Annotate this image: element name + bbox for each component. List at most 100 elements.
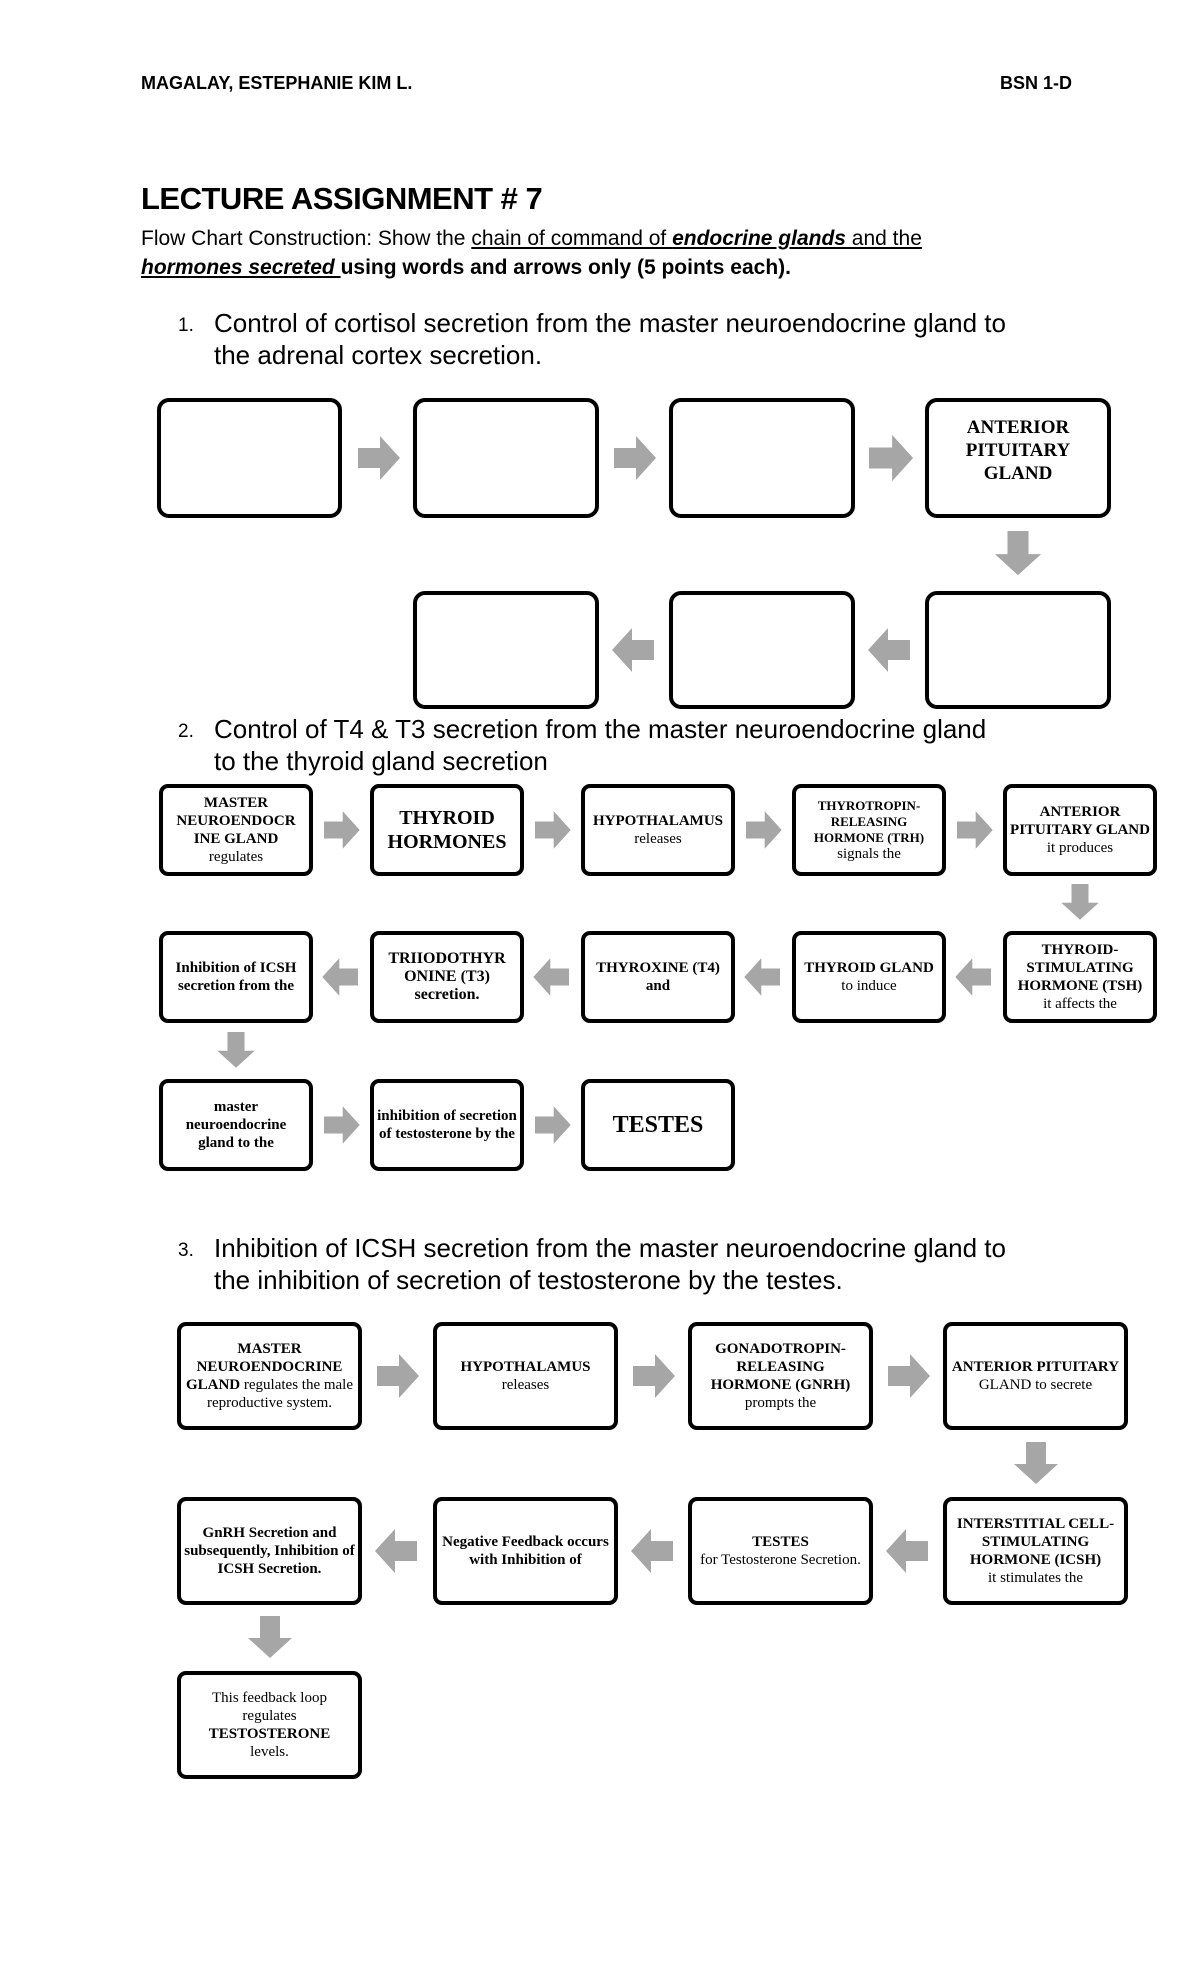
arrow-down-icon <box>1014 1442 1058 1484</box>
q3-box-negative-feedback: Negative Feedback occurs with Inhibition… <box>433 1497 618 1605</box>
arrow-down-icon <box>994 531 1042 576</box>
q2-b8-bold: THYROXINE (T4) and <box>596 960 720 994</box>
arrow-right-icon <box>633 1354 675 1398</box>
question-3-number: 3. <box>178 1240 194 1261</box>
arrow-left-icon <box>533 958 569 996</box>
q2-b10-bold: Inhibition of ICSH secretion from the <box>175 960 297 994</box>
arrow-right-icon <box>746 811 782 849</box>
arrow-left-icon <box>868 628 910 672</box>
q2-b6-bold: THYROID-STIMULATING HORMONE (TSH) <box>1017 942 1143 994</box>
arrow-right-icon <box>535 1106 571 1144</box>
arrow-right-icon <box>535 811 571 849</box>
arrow-left-icon <box>886 1529 928 1573</box>
instr-part4: and the <box>845 227 922 250</box>
q3-b6-bold: TESTES <box>752 1534 809 1550</box>
q2-b13-bold: TESTES <box>612 1112 704 1138</box>
student-section: BSN 1-D <box>1000 73 1073 93</box>
question-3-text: Inhibition of ICSH secretion from the ma… <box>214 1233 1006 1295</box>
q1-blank-box-3 <box>669 398 855 518</box>
instr-part6: using words and arrows only (5 points ea… <box>340 256 791 279</box>
q2-b9-bold: TRIIODOTHYR ONINE (T3) secretion. <box>388 950 506 1003</box>
q2-b4-bold: THYROTROPIN-RELEASING HORMONE (TRH) <box>813 798 925 845</box>
q2-box-triiodothyronine: TRIIODOTHYR ONINE (T3) secretion. <box>370 931 524 1023</box>
q2-b12-bold: inhibition of secretion of testosterone … <box>377 1108 517 1142</box>
q3-b8-bold: GnRH Secretion and subsequently, Inhibit… <box>184 1525 355 1577</box>
question-1-number: 1. <box>178 315 194 336</box>
question-2-number: 2. <box>178 721 194 742</box>
q2-b3-bold: HYPOTHALAMUS <box>592 813 723 829</box>
q2-box-hypothalamus: HYPOTHALAMUS releases <box>581 784 735 876</box>
q2-box-thyroxine: THYROXINE (T4) and <box>581 931 735 1023</box>
q2-b5-text: it produces <box>1046 840 1114 856</box>
q3-b2-bold: HYPOTHALAMUS <box>460 1359 591 1375</box>
q2-box-anterior-pituitary: ANTERIOR PITUITARY GLAND it produces <box>1003 784 1157 876</box>
arrow-right-icon <box>324 1106 360 1144</box>
q3-b2-text: releases <box>501 1377 550 1393</box>
q3-box-master-gland: MASTER NEUROENDOCRINE GLAND regulates th… <box>177 1322 362 1430</box>
instr-part3: endocrine glands <box>672 227 846 250</box>
q3-box-gnrh-secretion: GnRH Secretion and subsequently, Inhibit… <box>177 1497 362 1605</box>
question-2: 2. Control of T4 & T3 secretion from the… <box>178 713 1014 777</box>
q2-box-master-gland: MASTER NEUROENDOCR INE GLAND regulates <box>159 784 313 876</box>
instr-part5: hormones secreted <box>141 256 341 279</box>
q3-b9-bold: TESTOSTERONE <box>208 1726 331 1742</box>
q3-box-anterior-pituitary: ANTERIOR PITUITARY GLAND to secrete <box>943 1322 1128 1430</box>
q3-box-testes: TESTES for Testosterone Secretion. <box>688 1497 873 1605</box>
arrow-left-icon <box>955 958 991 996</box>
arrow-left-icon <box>375 1529 417 1573</box>
q3-b5-bold: INTERSTITIAL CELL-STIMULATING HORMONE (I… <box>956 1516 1115 1568</box>
q3-b6-text: for Testosterone Secretion. <box>700 1552 861 1568</box>
page-title: LECTURE ASSIGNMENT # 7 <box>141 181 543 216</box>
q2-box-testes: TESTES <box>581 1079 735 1171</box>
student-name: MAGALAY, ESTEPHANIE KIM L. <box>141 73 413 93</box>
q3-b7-bold: Negative Feedback occurs with Inhibition… <box>442 1534 609 1568</box>
q2-b1-bold: MASTER NEUROENDOCR INE GLAND <box>176 795 296 847</box>
q3-b4-text: GLAND to secrete <box>978 1377 1093 1393</box>
question-1: 1. Control of cortisol secretion from th… <box>178 307 1014 371</box>
q3-box-icsh: INTERSTITIAL CELL-STIMULATING HORMONE (I… <box>943 1497 1128 1605</box>
arrow-left-icon <box>631 1529 673 1573</box>
arrow-right-icon <box>324 811 360 849</box>
q2-box-master-neuroendocrine: master neuroendocrine gland to the <box>159 1079 313 1171</box>
arrow-right-icon <box>614 436 656 480</box>
q2-b6-text: it affects the <box>1043 996 1117 1012</box>
q2-b2-bold: THYROID HORMONES <box>387 807 507 853</box>
q1-blank-box-6 <box>669 591 855 709</box>
arrow-right-icon <box>377 1354 419 1398</box>
arrow-right-icon <box>869 434 914 482</box>
q2-box-trh: THYROTROPIN-RELEASING HORMONE (TRH)signa… <box>792 784 946 876</box>
q2-b3-text: releases <box>634 831 682 847</box>
q2-box-tsh: THYROID-STIMULATING HORMONE (TSH) it affe… <box>1003 931 1157 1023</box>
q3-b4-bold: ANTERIOR PITUITARY <box>951 1359 1120 1375</box>
q1-box-anterior-pituitary: ANTERIOR PITUITARY GLAND <box>925 398 1111 518</box>
q2-b7-text: to induce <box>841 978 897 994</box>
arrow-left-icon <box>744 958 780 996</box>
q1-blank-box-5 <box>925 591 1111 709</box>
instructions: Flow Chart Construction: Show the chain … <box>141 224 1063 282</box>
q3-b3-bold: GONADOTROPIN-RELEASING HORMONE (GNRH) <box>710 1341 851 1393</box>
instr-part2: chain of command of <box>471 227 673 250</box>
q2-b7-bold: THYROID GLAND <box>804 960 934 976</box>
arrow-left-icon <box>322 958 358 996</box>
q3-b1-text: regulates the male reproductive system. <box>207 1377 354 1411</box>
q3-b3-text: prompts the <box>744 1395 817 1411</box>
q3-box-hypothalamus: HYPOTHALAMUS releases <box>433 1322 618 1430</box>
q1-blank-box-7 <box>413 591 599 709</box>
q3-b5-text: it stimulates the <box>988 1570 1083 1586</box>
q1-blank-box-2 <box>413 398 599 518</box>
arrow-down-icon <box>248 1616 292 1658</box>
q3-b9-text1: This feedback loop regulates <box>212 1690 327 1724</box>
question-3: 3. Inhibition of ICSH secretion from the… <box>178 1232 1014 1296</box>
arrow-right-icon <box>888 1354 930 1398</box>
q2-b5-bold: ANTERIOR PITUITARY GLAND <box>1010 804 1150 838</box>
q2-b4-text: signals the <box>837 846 901 862</box>
question-1-text: Control of cortisol secretion from the m… <box>214 308 1006 370</box>
arrow-right-icon <box>957 811 993 849</box>
arrow-down-icon <box>1061 884 1099 920</box>
q2-box-thyroid-gland: THYROID GLAND to induce <box>792 931 946 1023</box>
q2-b11-bold: master neuroendocrine gland to the <box>185 1099 287 1151</box>
q2-b1-text: regulates <box>208 849 264 865</box>
instr-part1: Flow Chart Construction: Show the <box>141 227 472 250</box>
